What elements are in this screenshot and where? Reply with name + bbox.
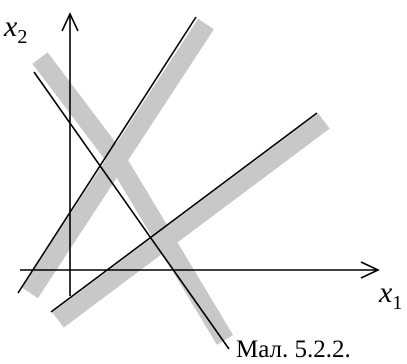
band-descending-kink bbox=[32, 52, 234, 345]
x1-axis-label: x1 bbox=[378, 276, 402, 314]
x2-axis-arrowhead bbox=[61, 12, 79, 32]
figure-caption: Мал. 5.2.2. bbox=[236, 336, 351, 363]
line-descending bbox=[33, 71, 230, 350]
line-lower-diagonal bbox=[50, 112, 318, 313]
line-upper-diagonal bbox=[17, 16, 197, 294]
x1-axis-arrowhead bbox=[360, 261, 380, 279]
x2-axis-label: x2 bbox=[3, 10, 27, 48]
band-lower-diagonal bbox=[52, 113, 330, 328]
